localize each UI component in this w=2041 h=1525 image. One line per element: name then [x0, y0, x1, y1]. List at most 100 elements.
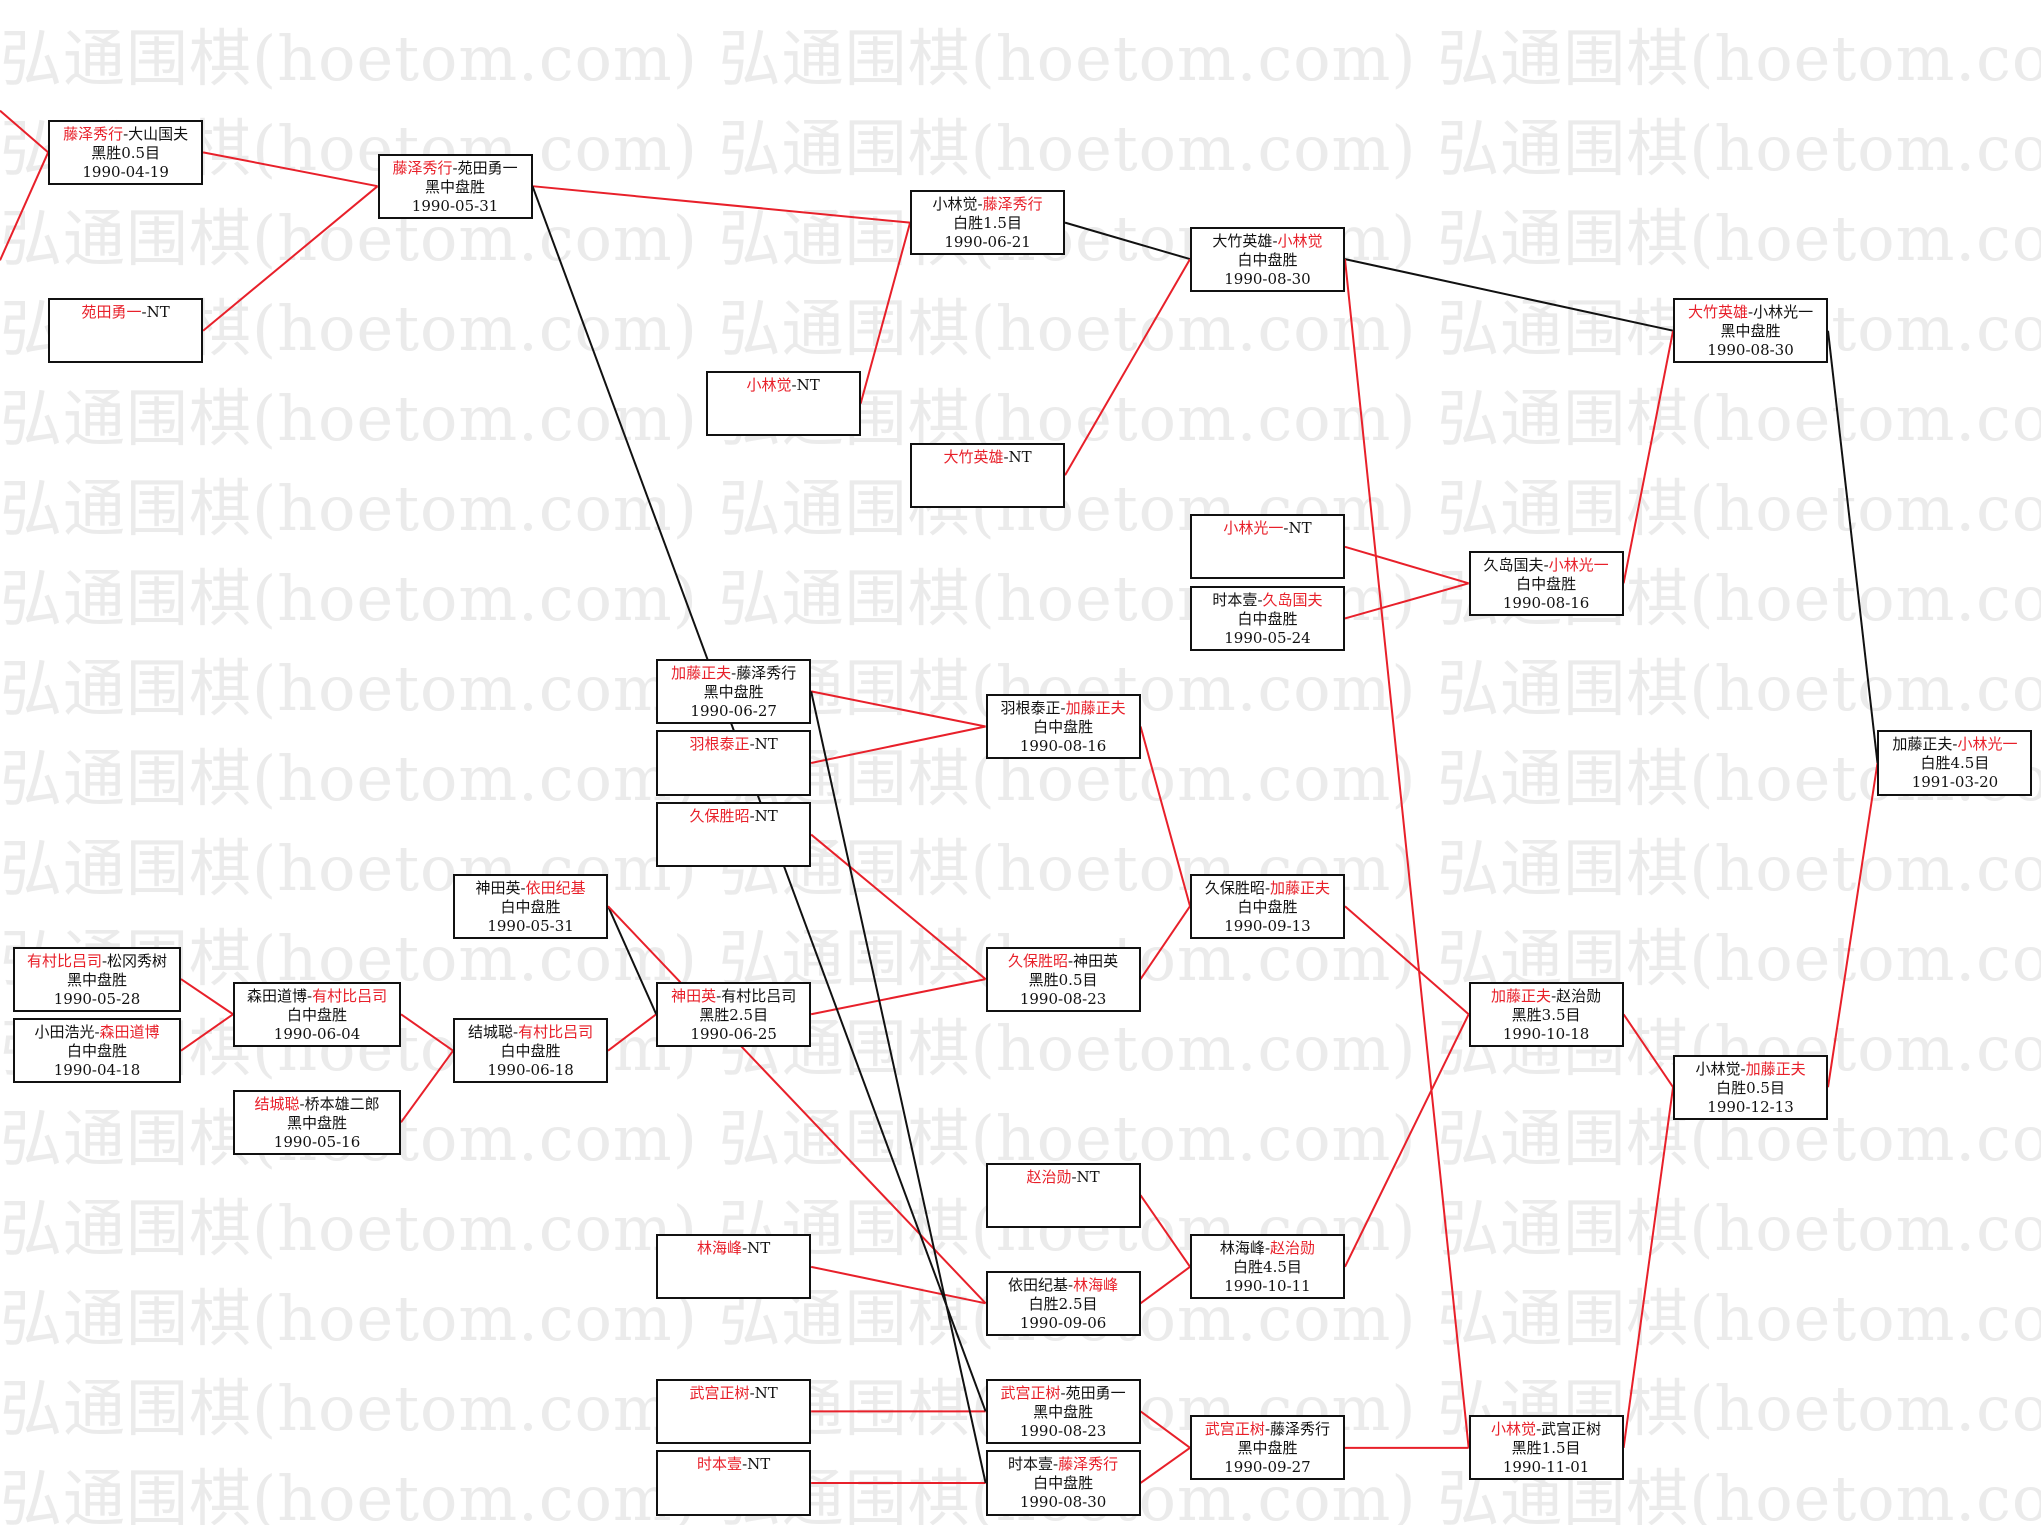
player-white: NT [754, 735, 778, 754]
match-result: 白中盘胜 [1237, 609, 1298, 628]
match-players: 久岛国夫-小林光一 [1471, 556, 1622, 575]
connector-line [1139, 726, 1191, 907]
match-box: 久保胜昭-NT [656, 802, 812, 868]
connector-line [1344, 582, 1469, 620]
match-date: 1990-06-25 [690, 1024, 777, 1043]
player-white: NT [146, 303, 170, 322]
match-date: 1990-08-30 [1707, 341, 1794, 360]
player-black: 加藤正夫 [1892, 735, 1953, 754]
match-players: 久保胜昭-神田英 [988, 952, 1139, 971]
player-black: 森田道博 [246, 986, 307, 1005]
vs-separator: - [1264, 878, 1271, 897]
vs-separator: - [123, 124, 129, 143]
match-date: 1990-04-18 [53, 1061, 141, 1080]
match-players: 羽根泰正-加藤正夫 [988, 699, 1139, 718]
player-white: 神田英 [1073, 951, 1119, 970]
match-date: 1990-06-27 [690, 701, 777, 720]
player-white: NT [1008, 447, 1032, 466]
match-date: 1990-08-30 [1224, 269, 1311, 288]
vs-separator: - [1053, 1455, 1059, 1474]
vs-separator: - [742, 1455, 748, 1474]
connector-line [607, 1013, 657, 1052]
connector-line [1344, 1013, 1470, 1268]
match-players: 武宫正树-苑田勇一 [988, 1384, 1139, 1403]
match-result: 黑中盘胜 [1720, 322, 1781, 341]
connector-line [1622, 330, 1675, 584]
player-black: 结城聪 [254, 1094, 300, 1113]
player-white: 赵治勋 [1270, 1239, 1316, 1258]
player-white: NT [747, 1455, 771, 1474]
player-black: 神田英 [475, 878, 521, 897]
match-result: 黑胜2.5目 [699, 1005, 769, 1024]
match-date: 1990-09-13 [1224, 916, 1311, 935]
connector-line [810, 978, 986, 1016]
player-white: NT [754, 807, 778, 826]
match-result: 白中盘胜 [1237, 250, 1298, 269]
match-players: 小林觉-NT [708, 376, 859, 395]
match-players: 森田道博-有村比吕司 [235, 987, 399, 1006]
vs-separator: - [1264, 1420, 1271, 1439]
player-black: 小林觉 [746, 376, 792, 395]
match-players: 加藤正夫-赵治勋 [1471, 987, 1622, 1006]
player-black: 武宫正树 [1204, 1420, 1265, 1439]
connector-line [180, 978, 234, 1016]
vs-separator: - [749, 807, 755, 826]
player-black: 林海峰 [697, 1239, 743, 1258]
connector-line [400, 1013, 454, 1052]
match-date: 1990-05-31 [487, 916, 574, 935]
match-result: 白中盘胜 [1033, 717, 1094, 736]
match-players: 小林觉-藤泽秀行 [912, 195, 1063, 214]
connector-line [1827, 330, 1879, 764]
player-white: 有村比吕司 [518, 1023, 594, 1042]
connector-line [810, 690, 986, 728]
player-black: 武宫正树 [1000, 1383, 1061, 1402]
match-date: 1990-05-24 [1224, 628, 1311, 647]
player-black: 小林光一 [1223, 519, 1284, 538]
connector-line [400, 1050, 454, 1123]
player-black: 小田浩光 [34, 1023, 95, 1042]
connector-line [810, 691, 987, 1484]
player-black: 林海峰 [1219, 1239, 1265, 1258]
player-white: 林海峰 [1073, 1275, 1119, 1294]
match-box: 小林觉-NT [705, 371, 861, 437]
player-white: 森田道博 [99, 1023, 160, 1042]
match-date: 1991-03-20 [1911, 773, 1999, 792]
match-result: 黑胜3.5目 [1511, 1005, 1581, 1024]
match-players: 大竹英雄-NT [912, 448, 1063, 467]
match-players: 时本壹-久岛国夫 [1192, 591, 1343, 610]
player-white: 大山国夫 [128, 124, 189, 143]
match-players: 大竹英雄-小林光一 [1675, 303, 1826, 322]
match-date: 1990-12-13 [1707, 1097, 1794, 1116]
player-white: 久岛国夫 [1262, 590, 1323, 609]
match-players: 加藤正夫-藤泽秀行 [658, 664, 809, 683]
connector-line [180, 1013, 234, 1052]
match-result: 白中盘胜 [1516, 574, 1577, 593]
vs-separator: - [141, 303, 147, 322]
match-result: 白中盘胜 [500, 897, 561, 916]
connector-line [202, 151, 378, 188]
player-black: 加藤正夫 [671, 663, 732, 682]
connector-line [810, 833, 987, 980]
match-result: 黑胜0.5目 [1028, 970, 1098, 989]
match-date: 1990-06-21 [944, 233, 1031, 252]
connector-line [532, 185, 911, 224]
vs-separator: - [1272, 231, 1278, 250]
match-result: 白中盘胜 [1237, 897, 1298, 916]
player-black: 时本壹 [1212, 590, 1258, 609]
connector-line [1139, 1410, 1191, 1449]
match-players: 久保胜昭-加藤正夫 [1192, 879, 1343, 898]
vs-separator: - [452, 158, 458, 177]
match-result: 黑中盘胜 [66, 970, 127, 989]
connector-line [607, 905, 658, 1015]
player-white: NT [1076, 1167, 1100, 1186]
vs-separator: - [1952, 735, 1958, 754]
match-date: 1990-09-27 [1224, 1458, 1311, 1477]
player-white: 苑田勇一 [1065, 1383, 1126, 1402]
